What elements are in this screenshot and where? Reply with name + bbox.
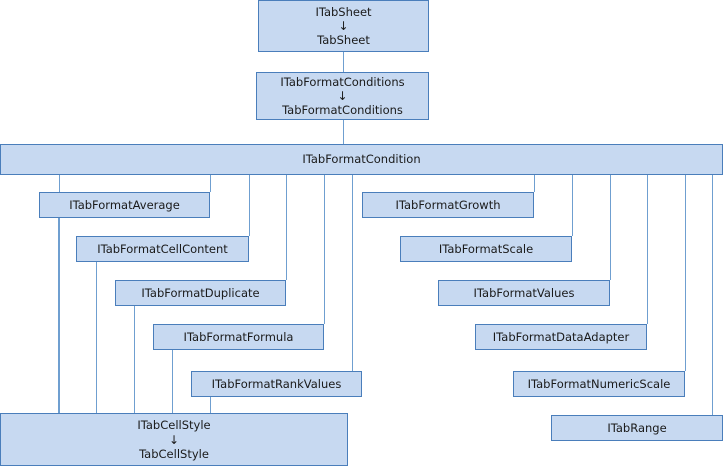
node-tabformatcondition[interactable]: ITabFormatCondition (0, 144, 723, 175)
node-tabformatscale[interactable]: ITabFormatScale (400, 236, 572, 262)
connector-sheet-to-conditions (343, 52, 344, 72)
node-tabformatrankvalues[interactable]: ITabFormatRankValues (191, 371, 362, 397)
node-tabformatconditions[interactable]: ITabFormatConditions↓TabFormatConditions (256, 72, 429, 120)
node-label-interface: ITabSheet (315, 4, 372, 19)
connector-cond-to-dataadapter (647, 175, 648, 324)
arrow-down-icon: ↓ (338, 19, 349, 33)
connector-cond-to-duplicate (286, 175, 287, 280)
connector-cond-to-growth (534, 175, 535, 192)
node-tabformatnumericscale[interactable]: ITabFormatNumericScale (513, 371, 685, 397)
connector-cond-to-average (210, 175, 211, 192)
connector-cond-to-values (610, 175, 611, 280)
node-label-interface: ITabFormatRankValues (211, 376, 342, 391)
connector-cond-to-formula (324, 175, 325, 324)
node-label-interface: ITabFormatFormula (183, 329, 294, 344)
connector-average-to-cellstyle (59, 175, 60, 413)
connector-cond-to-rankvalues (352, 175, 353, 371)
connector-avg-box-to-cellstyle (58, 218, 59, 413)
node-tabformataverage[interactable]: ITabFormatAverage (39, 192, 210, 218)
node-label-interface: ITabCellStyle (137, 418, 211, 433)
node-label-interface: ITabFormatCellContent (97, 241, 228, 256)
connector-rankvalues-to-cellstyle (210, 397, 211, 413)
connector-cond-to-scale (572, 175, 573, 236)
arrow-down-icon: ↓ (337, 89, 348, 103)
node-label-interface: ITabRange (607, 420, 667, 435)
node-label-implementation: TabCellStyle (139, 446, 209, 461)
node-tabformatdataadapter[interactable]: ITabFormatDataAdapter (475, 324, 647, 350)
node-label-interface: ITabFormatDuplicate (141, 285, 260, 300)
node-label-interface: ITabFormatDataAdapter (492, 329, 630, 344)
connector-conditions-to-condition (343, 120, 344, 144)
node-tabformatformula[interactable]: ITabFormatFormula (153, 324, 324, 350)
node-tabsheet[interactable]: ITabSheet↓TabSheet (258, 0, 429, 52)
node-tabformatduplicate[interactable]: ITabFormatDuplicate (115, 280, 286, 306)
node-label-interface: ITabFormatAverage (69, 197, 180, 212)
node-tabformatvalues[interactable]: ITabFormatValues (438, 280, 610, 306)
arrow-down-icon: ↓ (168, 432, 180, 447)
node-label-interface: ITabFormatScale (438, 241, 534, 256)
node-label-interface: ITabFormatConditions (280, 74, 405, 89)
node-label-interface: ITabFormatNumericScale (527, 376, 671, 391)
node-tabformatcellcontent[interactable]: ITabFormatCellContent (76, 236, 249, 262)
node-tabcellstyle[interactable]: ITabCellStyle↓TabCellStyle (0, 413, 348, 466)
connector-duplicate-to-cellstyle (134, 306, 135, 413)
node-label-interface: ITabFormatCondition (302, 152, 421, 167)
connector-cond-to-cellcontent (249, 175, 250, 236)
node-label-implementation: TabSheet (317, 33, 370, 47)
node-label-interface: ITabFormatValues (473, 285, 575, 300)
connector-cond-to-range (712, 175, 713, 415)
connector-cellcontent-to-cellstyle (96, 262, 97, 413)
node-tabrange[interactable]: ITabRange (551, 415, 723, 441)
node-label-interface: ITabFormatGrowth (395, 197, 501, 212)
node-label-implementation: TabFormatConditions (282, 103, 403, 117)
connector-formula-to-cellstyle (172, 350, 173, 413)
connector-cond-to-numericscale (685, 175, 686, 371)
node-tabformatgrowth[interactable]: ITabFormatGrowth (362, 192, 534, 218)
